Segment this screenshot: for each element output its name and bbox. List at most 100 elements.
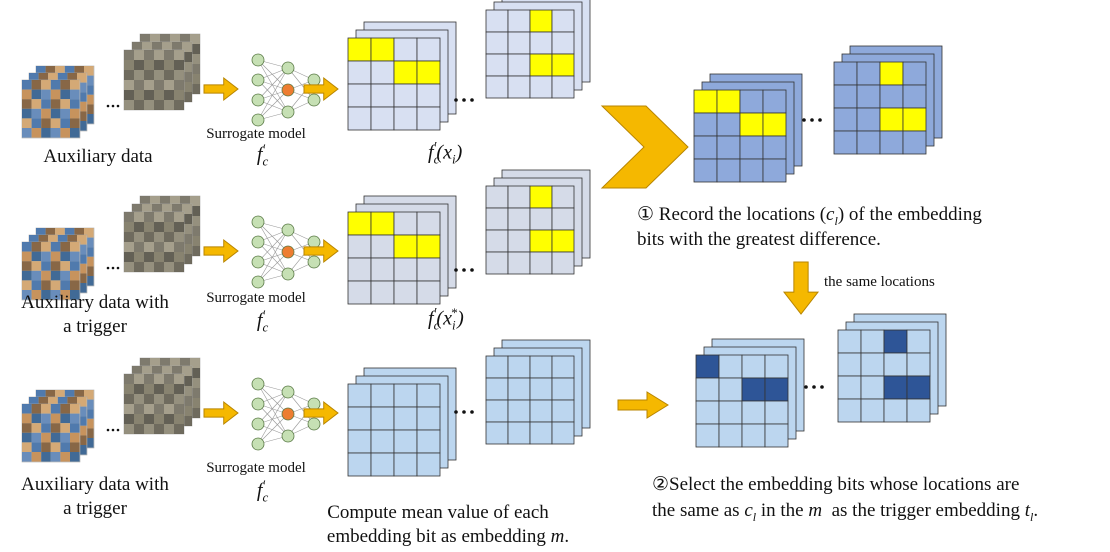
grid-cell — [695, 423, 720, 448]
row3-images-frog-front-px — [154, 414, 164, 424]
row2-grid-last — [485, 185, 575, 275]
row1-images-frog-mid-px — [142, 42, 152, 52]
select-dots — [820, 385, 824, 389]
row1-arrow-out — [303, 76, 339, 102]
row3-images-frog-mid-px — [172, 366, 182, 376]
grid-cell — [416, 429, 441, 454]
row1-network-edge — [287, 67, 315, 101]
row3-images-frog-front-px — [134, 404, 144, 414]
grid-cell — [860, 329, 885, 354]
row3-images-frog-front-px — [174, 374, 184, 384]
row1-images-ellipsis — [111, 104, 115, 108]
row1-images-cat-mid-px — [77, 111, 87, 121]
grid-cell — [529, 207, 553, 231]
grid-cell — [883, 352, 908, 377]
row1-images-frog-front-px — [124, 100, 134, 110]
row1-images-frog-front-px — [154, 50, 164, 60]
row2-images-cat-back-px — [74, 228, 84, 238]
row2-images-frog-front-px — [144, 232, 154, 242]
row3-network-edge — [257, 391, 289, 425]
row2-images-cat-front-px — [41, 280, 51, 290]
grid-cell — [416, 383, 441, 408]
same-locations-arrow — [782, 261, 820, 315]
row1-dots — [470, 98, 474, 102]
grid-cell — [764, 400, 789, 425]
row1-images-frog-front-px — [144, 90, 154, 100]
row2-images-cat-front-px — [41, 242, 51, 252]
row3-network-edge — [257, 391, 289, 445]
step2-line2: the same as cl in the m as the trigger e… — [652, 500, 1039, 524]
grid-cell — [551, 31, 575, 55]
row1-images-frog-front-px — [174, 100, 184, 110]
row2-images-cat-mid-px — [77, 273, 87, 283]
row1-images-frog-front-px — [154, 100, 164, 110]
grid-cell — [762, 158, 787, 183]
grid-cell — [860, 352, 885, 377]
row3-grid-last — [485, 355, 575, 445]
grid-cell — [393, 211, 418, 236]
row2-network-node — [281, 267, 295, 281]
grid-cell — [370, 406, 395, 431]
row1-images-frog-back-px — [170, 34, 180, 44]
row1-network-node — [307, 93, 321, 107]
row2-images-cat-mid-px — [67, 235, 77, 245]
row1-images-cat-back-px — [84, 85, 94, 95]
row3-images-frog-front-px — [164, 404, 174, 414]
row2-network-edge — [257, 221, 289, 275]
row2-images-cat-front-px — [31, 290, 42, 300]
row1-images-cat-front-px — [60, 99, 70, 109]
row1-dots — [462, 98, 466, 102]
row2-images-frog-mid-px — [172, 204, 182, 214]
row2-images-cat-front-px — [50, 242, 61, 252]
row2-images-frog-front-px — [164, 262, 174, 272]
row1-images-frog-mid-px — [182, 52, 192, 62]
grid-cell — [507, 355, 531, 379]
grid-cell — [879, 130, 904, 155]
row3-images-frog-back-px — [170, 358, 180, 368]
row2-images-cat-front-px — [22, 290, 32, 300]
row1-network-node — [251, 93, 265, 107]
grid-cell — [507, 399, 531, 423]
row1-images-cat-mid-px — [38, 73, 49, 83]
row1-images-frog-front-px — [134, 90, 144, 100]
row1-images-frog-mid-px — [182, 72, 192, 82]
row3-images-cat-back-px — [55, 390, 65, 400]
row3-images-frog-front-px — [134, 394, 144, 404]
grid-cell — [416, 83, 441, 108]
row3-images-cat-front-px — [70, 423, 80, 433]
row2-network-node — [281, 223, 295, 237]
row3-images-cat-front-px — [60, 452, 70, 462]
grid-cell — [902, 84, 927, 109]
row2-images-cat-front-px — [31, 242, 42, 252]
row2-images-cat-front-px — [70, 280, 80, 290]
grid-cell — [856, 84, 881, 109]
row1-images-cat-front-px — [70, 128, 80, 138]
row2-images-frog-front-px — [174, 252, 184, 262]
record-dots — [802, 118, 806, 122]
row3-images-cat-front-px — [60, 423, 70, 433]
row2-output-math: fc′(xi*) — [428, 305, 464, 333]
row1-images-cat-back-px — [64, 66, 75, 76]
row2-images-cat-mid-px — [48, 235, 58, 245]
row1-network-edge — [257, 89, 289, 121]
row1-images-cat-back-px — [84, 75, 94, 86]
row3-images-frog-mid-px — [182, 396, 192, 406]
row3-network-node — [251, 397, 265, 411]
row2-arrow-in — [203, 238, 239, 264]
grid-cell — [507, 421, 531, 445]
row1-images-frog-front-px — [164, 100, 174, 110]
row2-images-frog-front-px — [154, 242, 164, 252]
row2-images-frog-mid-px — [182, 234, 192, 244]
row1-network-node — [251, 73, 265, 87]
grid-cell — [879, 84, 904, 109]
row2-images-cat-front-px — [22, 280, 32, 290]
row3-images-frog-back-px — [190, 398, 200, 408]
grid-cell — [529, 185, 553, 209]
row3-model-symbol: fc′ — [256, 477, 269, 505]
row2-images-cat-mid-px — [77, 283, 87, 293]
row2-images-cat-back-px — [84, 228, 94, 238]
grid-cell — [485, 185, 509, 209]
grid-cell — [370, 60, 395, 85]
row2-images-cat-back-px — [84, 276, 94, 286]
grid-cell — [856, 107, 881, 132]
